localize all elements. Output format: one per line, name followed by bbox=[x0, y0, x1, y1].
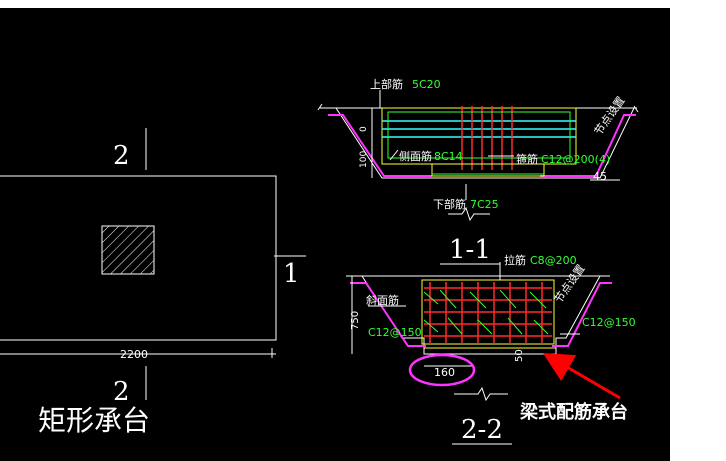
bottom-bar-label: 下部筋 bbox=[433, 197, 466, 211]
section-1-1: 0 100 上部筋 5C20 侧面筋 8C14 箍筋 C12@200(4) 下部… bbox=[317, 77, 639, 265]
angle-text: 45 bbox=[593, 170, 607, 183]
annotation-arrow bbox=[542, 352, 621, 400]
node-setting-text-2: 节点设置 bbox=[552, 262, 588, 305]
section-mark-right: 1 bbox=[283, 259, 300, 289]
width-dim-text-2: 160 bbox=[434, 366, 455, 379]
section-mark-top: 2 bbox=[113, 141, 130, 171]
dim-left-text: 100 bbox=[359, 151, 369, 168]
dim-top-text: 0 bbox=[359, 126, 369, 132]
annotation-label: 梁式配筋承台 bbox=[519, 401, 628, 423]
height-dim-text: 750 bbox=[350, 311, 361, 330]
section-2-2: 750 160 50 拉筋 C8@200 斜面筋 C12@150 C12@150… bbox=[346, 253, 636, 445]
plan-view: 2 1 2 2200 矩形承台 bbox=[0, 128, 306, 437]
stirrup-legs bbox=[461, 106, 513, 170]
top-bar-value: 5C20 bbox=[412, 78, 441, 91]
side-bar-value: 8C14 bbox=[434, 150, 463, 163]
slope-label: 斜面筋 bbox=[366, 293, 399, 307]
cap-outline bbox=[335, 107, 635, 179]
top-bar-label: 上部筋 bbox=[370, 77, 403, 91]
cap-outline-2 bbox=[361, 275, 601, 355]
stirrup-value: C12@200(4) bbox=[541, 153, 610, 166]
pile-cap-outline bbox=[0, 175, 277, 341]
bottom-bar-value: 7C25 bbox=[470, 198, 499, 211]
section-mark-bottom: 2 bbox=[113, 377, 130, 407]
slope-bar-left bbox=[328, 114, 432, 177]
tie-value: C8@200 bbox=[530, 254, 577, 267]
section-2-title: 2-2 bbox=[461, 415, 503, 445]
slope-bar-right bbox=[540, 114, 636, 177]
stirrup-label: 箍筋 bbox=[516, 152, 538, 166]
tie-label: 拉筋 bbox=[504, 253, 526, 267]
highlight-ellipse bbox=[408, 353, 476, 387]
side-bar-label: 侧面筋 bbox=[399, 149, 432, 163]
red-mesh bbox=[424, 282, 552, 344]
column-hatch bbox=[101, 225, 155, 275]
slope-value: C12@150 bbox=[368, 326, 422, 339]
plan-title: 矩形承台 bbox=[38, 404, 150, 437]
cad-drawing: 2 1 2 2200 矩形承台 bbox=[0, 77, 639, 445]
right-value: C12@150 bbox=[582, 316, 636, 329]
small-dim-text: 50 bbox=[514, 349, 525, 362]
cad-drawing-canvas[interactable]: 2 1 2 2200 矩形承台 bbox=[0, 8, 670, 461]
user-annotations: 梁式配筋承台 bbox=[408, 352, 628, 423]
width-dim-text: 2200 bbox=[120, 348, 148, 361]
section-1-title: 1-1 bbox=[449, 235, 491, 265]
